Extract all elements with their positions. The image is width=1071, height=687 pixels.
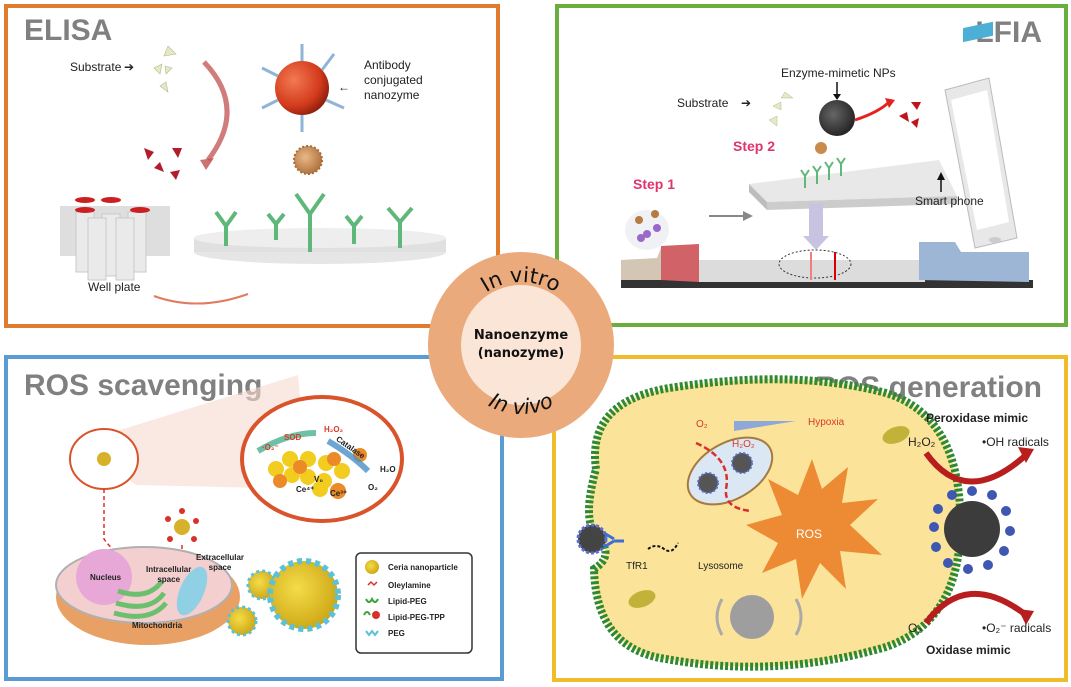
reaction-arrow-icon [202, 60, 230, 162]
superoxide-label: ·O₂⁻ [262, 443, 279, 452]
h2o2-label: H₂O₂ [324, 425, 344, 434]
elisa-title: ELISA [24, 14, 113, 47]
reaction-pad-icon [749, 160, 957, 250]
nanozyme-particle-icon [929, 486, 1015, 574]
in-vitro-text: In vitro [476, 263, 564, 297]
oh-radicals-label: •OH radicals [982, 435, 1049, 449]
ros-scavenging-title: ROS scavenging [24, 369, 263, 402]
antibody-label-line3: nanozyme [364, 88, 420, 102]
legend-lipid-peg-tpp-label: Lipid-PEG-TPP [388, 613, 445, 622]
step2-label: Step 2 [733, 138, 776, 154]
smart-phone-icon [944, 21, 1018, 249]
substrate-icon [768, 91, 794, 127]
ceria-lattice-icon [268, 448, 367, 499]
in-vivo-arc-label: In vivo [485, 388, 556, 419]
arrow-right-icon: ➔ [124, 60, 135, 74]
substrate-label: Substrate [677, 96, 729, 110]
enzyme-mimetic-np-icon [819, 100, 855, 136]
legend-box [355, 552, 473, 654]
o2-label: O₂ [696, 419, 708, 430]
center-hub: In vitro In vivo Nanoenzyme (nanozyme) [428, 252, 614, 438]
product-icon [899, 102, 921, 128]
step1-label: Step 1 [633, 176, 676, 192]
lysosome-label: Lysosome [698, 561, 744, 572]
peg-ceria-nanoparticle-icon [267, 558, 341, 632]
center-arc-labels: In vitro In vivo [476, 263, 564, 419]
intracellular-label: Intracellular space [146, 565, 191, 585]
enzyme-np-label: Enzyme-mimetic NPs [781, 66, 896, 80]
legend-lipid-peg-label: Lipid-PEG [388, 597, 427, 606]
in-vitro-arc-label: In vitro [476, 263, 564, 297]
ros-burst-icon [746, 459, 882, 599]
antibody-nanozyme-icon [261, 44, 345, 132]
oxidase-mimic-label: Oxidase mimic [926, 643, 1011, 657]
cycle-arrow-icon [153, 293, 249, 305]
peroxidase-h2o2-label: H₂O₂ [908, 435, 936, 449]
well-plate-icon [60, 197, 170, 281]
arrow-right-icon: ➔ [741, 96, 752, 110]
ros-scavenging-panel: ROS scavenging [4, 355, 504, 681]
antibody-label-line1: Antibody [364, 58, 411, 72]
antigen-icon [293, 145, 323, 175]
lipid-peg-tpp-nanoparticle-icon [174, 519, 190, 535]
test-strip-icon [621, 242, 1033, 288]
hypoxia-label: Hypoxia [808, 417, 845, 428]
ros-scavenging-illustration [55, 375, 473, 654]
extracellular-line1: Extracellular [196, 553, 245, 562]
legend-ceria-label: Ceria nanoparticle [388, 563, 458, 572]
mitochondria-icon [176, 566, 208, 616]
antibody-label-line2: conjugated [364, 73, 423, 87]
elisa-illustration [60, 44, 446, 305]
h2o-label: H₂O [380, 465, 396, 474]
center-title: Nanoenzyme (nanozyme) [428, 327, 614, 363]
legend-peg-label: PEG [388, 629, 405, 638]
ce4-label: Ce⁴⁺ [296, 485, 315, 494]
cell-icon [55, 546, 240, 645]
center-inner-disc [461, 285, 581, 405]
mitochondria-label: Mitochondria [132, 621, 183, 630]
peroxidase-mimic-label: Peroxidase mimic [926, 411, 1029, 425]
antibody-label: Antibody conjugated nanozyme [364, 58, 423, 103]
o2-label: O₂ [368, 483, 378, 492]
well-plate-label: Well plate [88, 280, 141, 294]
sample-droplet-icon [625, 210, 669, 250]
capture-antibody-icon [214, 192, 414, 252]
ce3-label: Ce³⁺ [330, 489, 348, 498]
oxidase-arrow-icon [923, 591, 1028, 625]
center-title-line2: (nanozyme) [477, 346, 565, 361]
nanoparticle-receptor-icon [576, 523, 608, 555]
antibody-array-icon [800, 157, 846, 188]
substrate-label: Substrate [70, 60, 122, 74]
lfia-illustration [621, 21, 1033, 288]
nucleus-label: Nucleus [90, 573, 122, 582]
vo-label: V₀ [314, 475, 323, 484]
in-vivo-text: In vivo [485, 388, 556, 419]
extracellular-line2: space [208, 563, 232, 572]
arrow-left-icon: ← [338, 80, 350, 94]
o2-radicals-label: •O₂⁻ radicals [982, 621, 1052, 635]
detection-zone-icon [778, 249, 852, 279]
intracellular-line2: space [157, 575, 181, 584]
extracellular-label: Extracellular space [196, 553, 244, 573]
ros-generation-panel: ROS generation [552, 355, 1068, 682]
oxidase-o2-label: O₂ [908, 621, 922, 635]
intracellular-line1: Intracellular [146, 565, 192, 574]
ros-generation-illustration [576, 375, 1034, 671]
sod-label: SOD [284, 433, 302, 442]
center-title-line1: Nanoenzyme [473, 328, 569, 343]
lfia-panel: LFIA [555, 4, 1068, 327]
legend-oleylamine-label: Oleylamine [388, 581, 431, 590]
elisa-panel: ELISA [4, 4, 500, 328]
substrate-icon [153, 45, 177, 93]
smart-phone-label: Smart phone [915, 194, 984, 208]
lysosome-h2o2-label: H₂O₂ [732, 439, 755, 450]
product-icon [144, 148, 182, 180]
ros-label: ROS [796, 527, 823, 541]
tfr1-label: TfR1 [626, 561, 648, 572]
peroxidase-arrow-icon [923, 451, 1029, 485]
